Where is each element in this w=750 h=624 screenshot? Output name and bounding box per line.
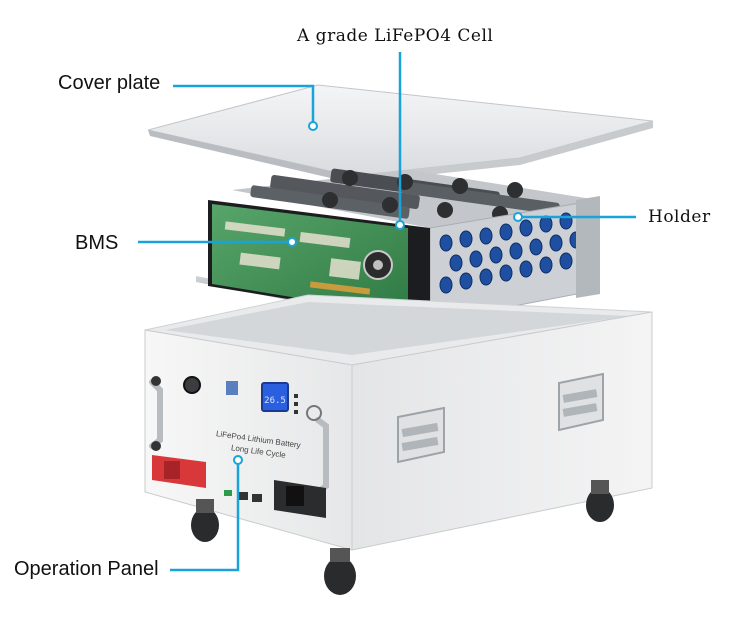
comm-connector	[183, 376, 201, 394]
side-handles	[397, 372, 604, 464]
switch	[226, 381, 238, 395]
positive-terminal	[152, 455, 206, 488]
power-button	[306, 405, 322, 421]
lcd-display: 26.5	[261, 382, 298, 414]
holder-label: Holder	[648, 207, 711, 227]
cover-plate-label: Cover plate	[58, 72, 161, 94]
battery-cabinet: 26.5 LiFePo4 Lithium Battery Long Life C…	[144, 294, 653, 595]
bms-label: BMS	[75, 232, 119, 254]
negative-terminal	[274, 480, 326, 518]
cell-holder-module	[196, 168, 600, 328]
caster-wheels	[191, 480, 614, 595]
bms-board	[208, 200, 430, 322]
cell-label: A grade LiFePO4 Cell	[297, 26, 494, 46]
panel-leader	[170, 462, 240, 572]
leader-dots	[233, 121, 523, 465]
lcd-readout: 26.5	[264, 396, 286, 406]
holder-cylinders	[439, 212, 583, 294]
operation-panel-label: Operation Panel	[14, 558, 159, 580]
leader-lines	[138, 52, 636, 572]
cover-leader	[173, 84, 315, 124]
